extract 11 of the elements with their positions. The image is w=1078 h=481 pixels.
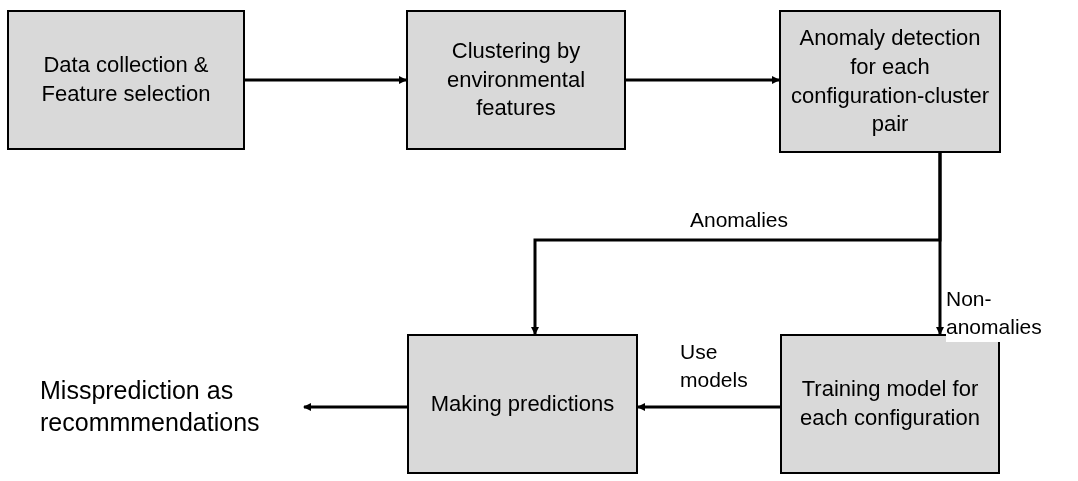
process-box: Anomaly detection for each configuration-cluster pair <box>779 10 1001 153</box>
process-box: Clustering by environmental features <box>406 10 626 150</box>
output-text: Missprediction as recommmendations <box>40 368 302 444</box>
arrow <box>936 153 944 335</box>
arrow <box>245 76 407 84</box>
process-box: Making predictions <box>407 334 638 474</box>
arrow <box>626 76 780 84</box>
process-box: Data collection & Feature selection <box>7 10 245 150</box>
arrow <box>637 403 780 411</box>
process-box: Training model for each configuration <box>780 334 1000 474</box>
arrow <box>303 403 407 411</box>
